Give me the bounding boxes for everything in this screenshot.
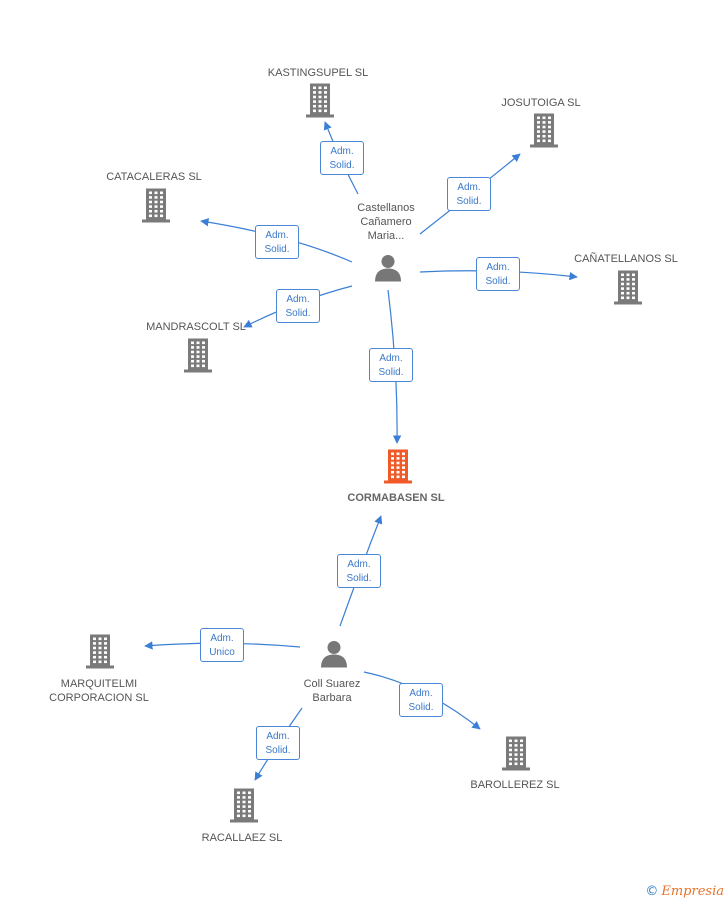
company-building-icon[interactable]	[612, 269, 644, 310]
relation-label-line: Adm.	[330, 146, 354, 157]
relation-label-line: Solid.	[285, 308, 311, 319]
copyright-icon: ©	[645, 884, 659, 899]
company-name[interactable]: CATACALERAS SL	[106, 171, 202, 183]
company-building-icon[interactable]	[182, 337, 214, 378]
relation-label-line: Adm.	[486, 262, 510, 273]
relation-label-line: Adm.	[266, 731, 290, 742]
relation-label[interactable]: Adm. Solid.	[476, 257, 520, 291]
brand-name: Empresia	[661, 884, 724, 899]
relation-label[interactable]: Adm. Solid.	[276, 289, 320, 323]
company-building-icon[interactable]	[228, 787, 260, 828]
relation-label[interactable]: Adm. Solid.	[256, 726, 300, 760]
relation-label-line: Adm.	[286, 294, 310, 305]
relation-label-line: Solid.	[265, 745, 291, 756]
relation-label-line: Unico	[209, 647, 235, 658]
company-name[interactable]: KASTINGSUPEL SL	[267, 67, 369, 79]
focus-company-name[interactable]: CORMABASEN SL	[347, 492, 445, 504]
company-building-icon[interactable]	[500, 735, 532, 776]
relation-label-line: Adm.	[379, 353, 403, 364]
company-building-icon[interactable]	[140, 187, 172, 228]
company-name[interactable]: BAROLLEREZ SL	[470, 779, 560, 791]
relation-label-line: Solid.	[378, 367, 404, 378]
person-icon[interactable]	[319, 639, 349, 674]
relation-label[interactable]: Adm. Solid.	[320, 141, 364, 175]
relation-label[interactable]: Adm. Solid.	[337, 554, 381, 588]
focus-company-icon[interactable]	[382, 448, 414, 489]
company-building-icon[interactable]	[528, 112, 560, 153]
relation-label[interactable]: Adm. Solid.	[255, 225, 299, 259]
relation-label-line: Solid.	[456, 196, 482, 207]
relation-label-line: Adm.	[210, 633, 234, 644]
relation-label-line: Adm.	[347, 559, 371, 570]
company-name[interactable]: RACALLAEZ SL	[201, 832, 283, 844]
relation-label-line: Solid.	[264, 244, 290, 255]
relation-label[interactable]: Adm. Solid.	[447, 177, 491, 211]
brand-watermark: ©Empresia	[645, 884, 724, 899]
relation-label-line: Solid.	[346, 573, 372, 584]
relation-label[interactable]: Adm. Unico	[200, 628, 244, 662]
relation-label-line: Solid.	[329, 160, 355, 171]
company-building-icon[interactable]	[304, 82, 336, 123]
company-name[interactable]: JOSUTOIGA SL	[501, 97, 581, 109]
company-name[interactable]: CAÑATELLANOS SL	[574, 253, 678, 265]
relation-label-line: Adm.	[409, 688, 433, 699]
company-building-icon[interactable]	[84, 633, 116, 674]
relation-label-line: Solid.	[485, 276, 511, 287]
relation-label-line: Adm.	[457, 182, 481, 193]
relation-label[interactable]: Adm. Solid.	[369, 348, 413, 382]
company-name[interactable]: MANDRASCOLT SL	[146, 321, 246, 333]
person-icon[interactable]	[373, 253, 403, 288]
relation-label-line: Solid.	[408, 702, 434, 713]
relation-label-line: Adm.	[265, 230, 289, 241]
relation-label[interactable]: Adm. Solid.	[399, 683, 443, 717]
